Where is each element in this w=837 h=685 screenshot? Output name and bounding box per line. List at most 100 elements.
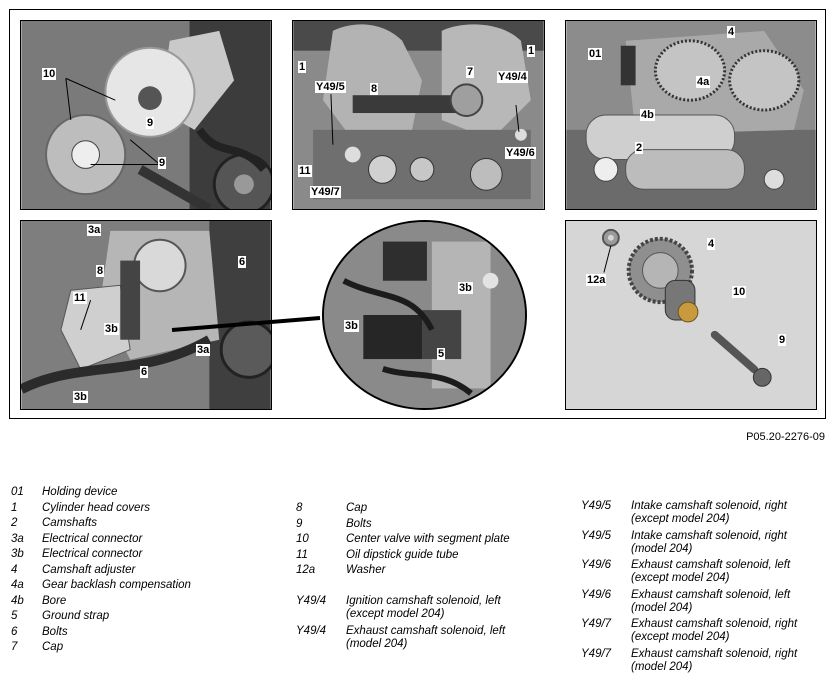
legend-item: 6 Bolts	[11, 626, 261, 642]
callout-4-bottom-right: 4	[707, 238, 716, 250]
legend-spacer	[296, 580, 566, 596]
legend-text-line1: Ignition camshaft solenoid, left	[346, 595, 501, 607]
legend-text: Ignition camshaft solenoid, left(except …	[346, 595, 566, 625]
photo-top-left-illustration	[21, 21, 271, 209]
legend-code: 9	[296, 517, 303, 530]
legend-code: 12a	[296, 564, 316, 576]
legend-code: 3a	[11, 532, 24, 545]
legend-code: 6	[11, 625, 18, 638]
legend-text: Cylinder head covers	[42, 501, 151, 514]
callout-4a: 4a	[696, 76, 711, 88]
legend-code: 10	[296, 533, 309, 545]
photo-bottom-middle-illustration	[324, 222, 525, 408]
legend-code: Y49/6	[581, 588, 612, 601]
photo-top-right-illustration	[566, 21, 816, 209]
legend-text: Electrical connector	[42, 548, 143, 560]
figure-code: P05.20-2276-09	[746, 431, 825, 443]
callout-y49-5: Y49/5	[315, 81, 346, 93]
legend-code: Y49/7	[581, 618, 612, 630]
legend-item: Y49/4 Ignition camshaft solenoid, left(ex…	[296, 595, 566, 625]
legend-text: Oil dipstick guide tube	[346, 548, 459, 561]
legend-text: Ground strap	[42, 610, 110, 622]
callout-3b-magnifier-top: 3b	[458, 282, 473, 294]
callout-7-top-middle: 7	[466, 66, 475, 78]
legend-item: 1 Cylinder head covers	[11, 502, 261, 518]
legend-text-line1: Exhaust camshaft solenoid, left	[346, 625, 506, 637]
photo-bottom-left	[20, 220, 272, 410]
callout-10-top-left: 10	[42, 68, 57, 80]
photo-bottom-right	[565, 220, 817, 410]
callout-3b-magnifier-left: 3b	[344, 320, 359, 332]
photo-top-middle-illustration	[293, 21, 544, 209]
legend-text: Electrical connector	[42, 532, 143, 545]
photo-bottom-right-illustration	[566, 221, 816, 409]
legend-code: 4	[11, 563, 18, 576]
callout-10-bottom-right: 10	[732, 286, 747, 298]
callout-y49-6: Y49/6	[505, 147, 536, 159]
legend-text: Bolts	[42, 625, 68, 638]
legend-item: 4 Camshaft adjuster	[11, 564, 261, 580]
callout-9-bottom-right: 9	[778, 334, 787, 346]
callout-y49-7: Y49/7	[310, 186, 341, 198]
callout-12a: 12a	[586, 274, 607, 286]
callout-6-bottom-left-top: 6	[238, 256, 247, 268]
legend-text-line1: Exhaust camshaft solenoid, left	[631, 588, 791, 601]
legend-code: Y49/5	[581, 500, 612, 512]
callout-11-bottom-left: 11	[73, 292, 87, 304]
callout-3a-bottom-left-top: 3a	[87, 224, 102, 236]
legend-code: Y49/7	[581, 647, 612, 660]
callout-8-bottom-left: 8	[96, 265, 105, 277]
legend-text-line1: Exhaust camshaft solenoid, left	[631, 559, 791, 571]
legend-text-line2: (model 204)	[631, 601, 693, 614]
legend-item: Y49/6 Exhaust camshaft solenoid, left(mod…	[581, 589, 831, 619]
legend-text: Cap	[346, 502, 368, 514]
legend-text: Gear backlash compensation	[42, 579, 191, 591]
legend-code: 2	[11, 517, 18, 529]
legend-text: Camshaft adjuster	[42, 563, 136, 576]
callout-3b-bottom-left-mid: 3b	[104, 323, 119, 335]
callout-4b: 4b	[640, 109, 655, 121]
legend-text: Bolts	[346, 517, 372, 530]
legend-text-line2: (model 204)	[631, 542, 693, 555]
callout-1-top-middle-right: 1	[527, 45, 536, 57]
legend-code: 7	[11, 641, 18, 653]
legend-code: 3b	[11, 548, 24, 560]
legend-code: Y49/4	[296, 625, 327, 637]
legend-code: Y49/5	[581, 529, 612, 542]
callout-4-top-right: 4	[727, 26, 736, 38]
legend-text: Exhaust camshaft solenoid, left(model 20…	[631, 589, 831, 619]
legend-text-line2: (except model 204)	[631, 513, 730, 525]
photo-bottom-left-illustration	[21, 221, 271, 409]
callout-9-top-left-b: 9	[158, 157, 167, 169]
legend-code: 5	[11, 610, 18, 622]
photo-top-right	[565, 20, 817, 210]
legend-item: Y49/7 Exhaust camshaft solenoid, right(ex…	[581, 618, 831, 648]
callout-6-bottom-left-bottom: 6	[140, 366, 149, 378]
legend-text: Exhaust camshaft solenoid, right(except …	[631, 618, 831, 648]
legend-text: Washer	[346, 564, 386, 576]
legend-text: Exhaust camshaft solenoid, left(except m…	[631, 559, 831, 589]
callout-y49-4: Y49/4	[497, 71, 528, 83]
photo-top-left	[20, 20, 272, 210]
legend-text-line2: (model 204)	[346, 638, 408, 650]
callout-01: 01	[588, 48, 603, 60]
legend-text: Center valve with segment plate	[346, 533, 510, 545]
photo-bottom-middle-magnifier	[322, 220, 527, 410]
legend-item: 9 Bolts	[296, 518, 566, 534]
legend-code: 1	[11, 501, 18, 514]
legend-text-line1: Exhaust camshaft solenoid, right	[631, 618, 798, 630]
legend-code: Y49/4	[296, 595, 327, 607]
photo-top-middle	[292, 20, 545, 210]
legend-code: 4b	[11, 594, 24, 607]
